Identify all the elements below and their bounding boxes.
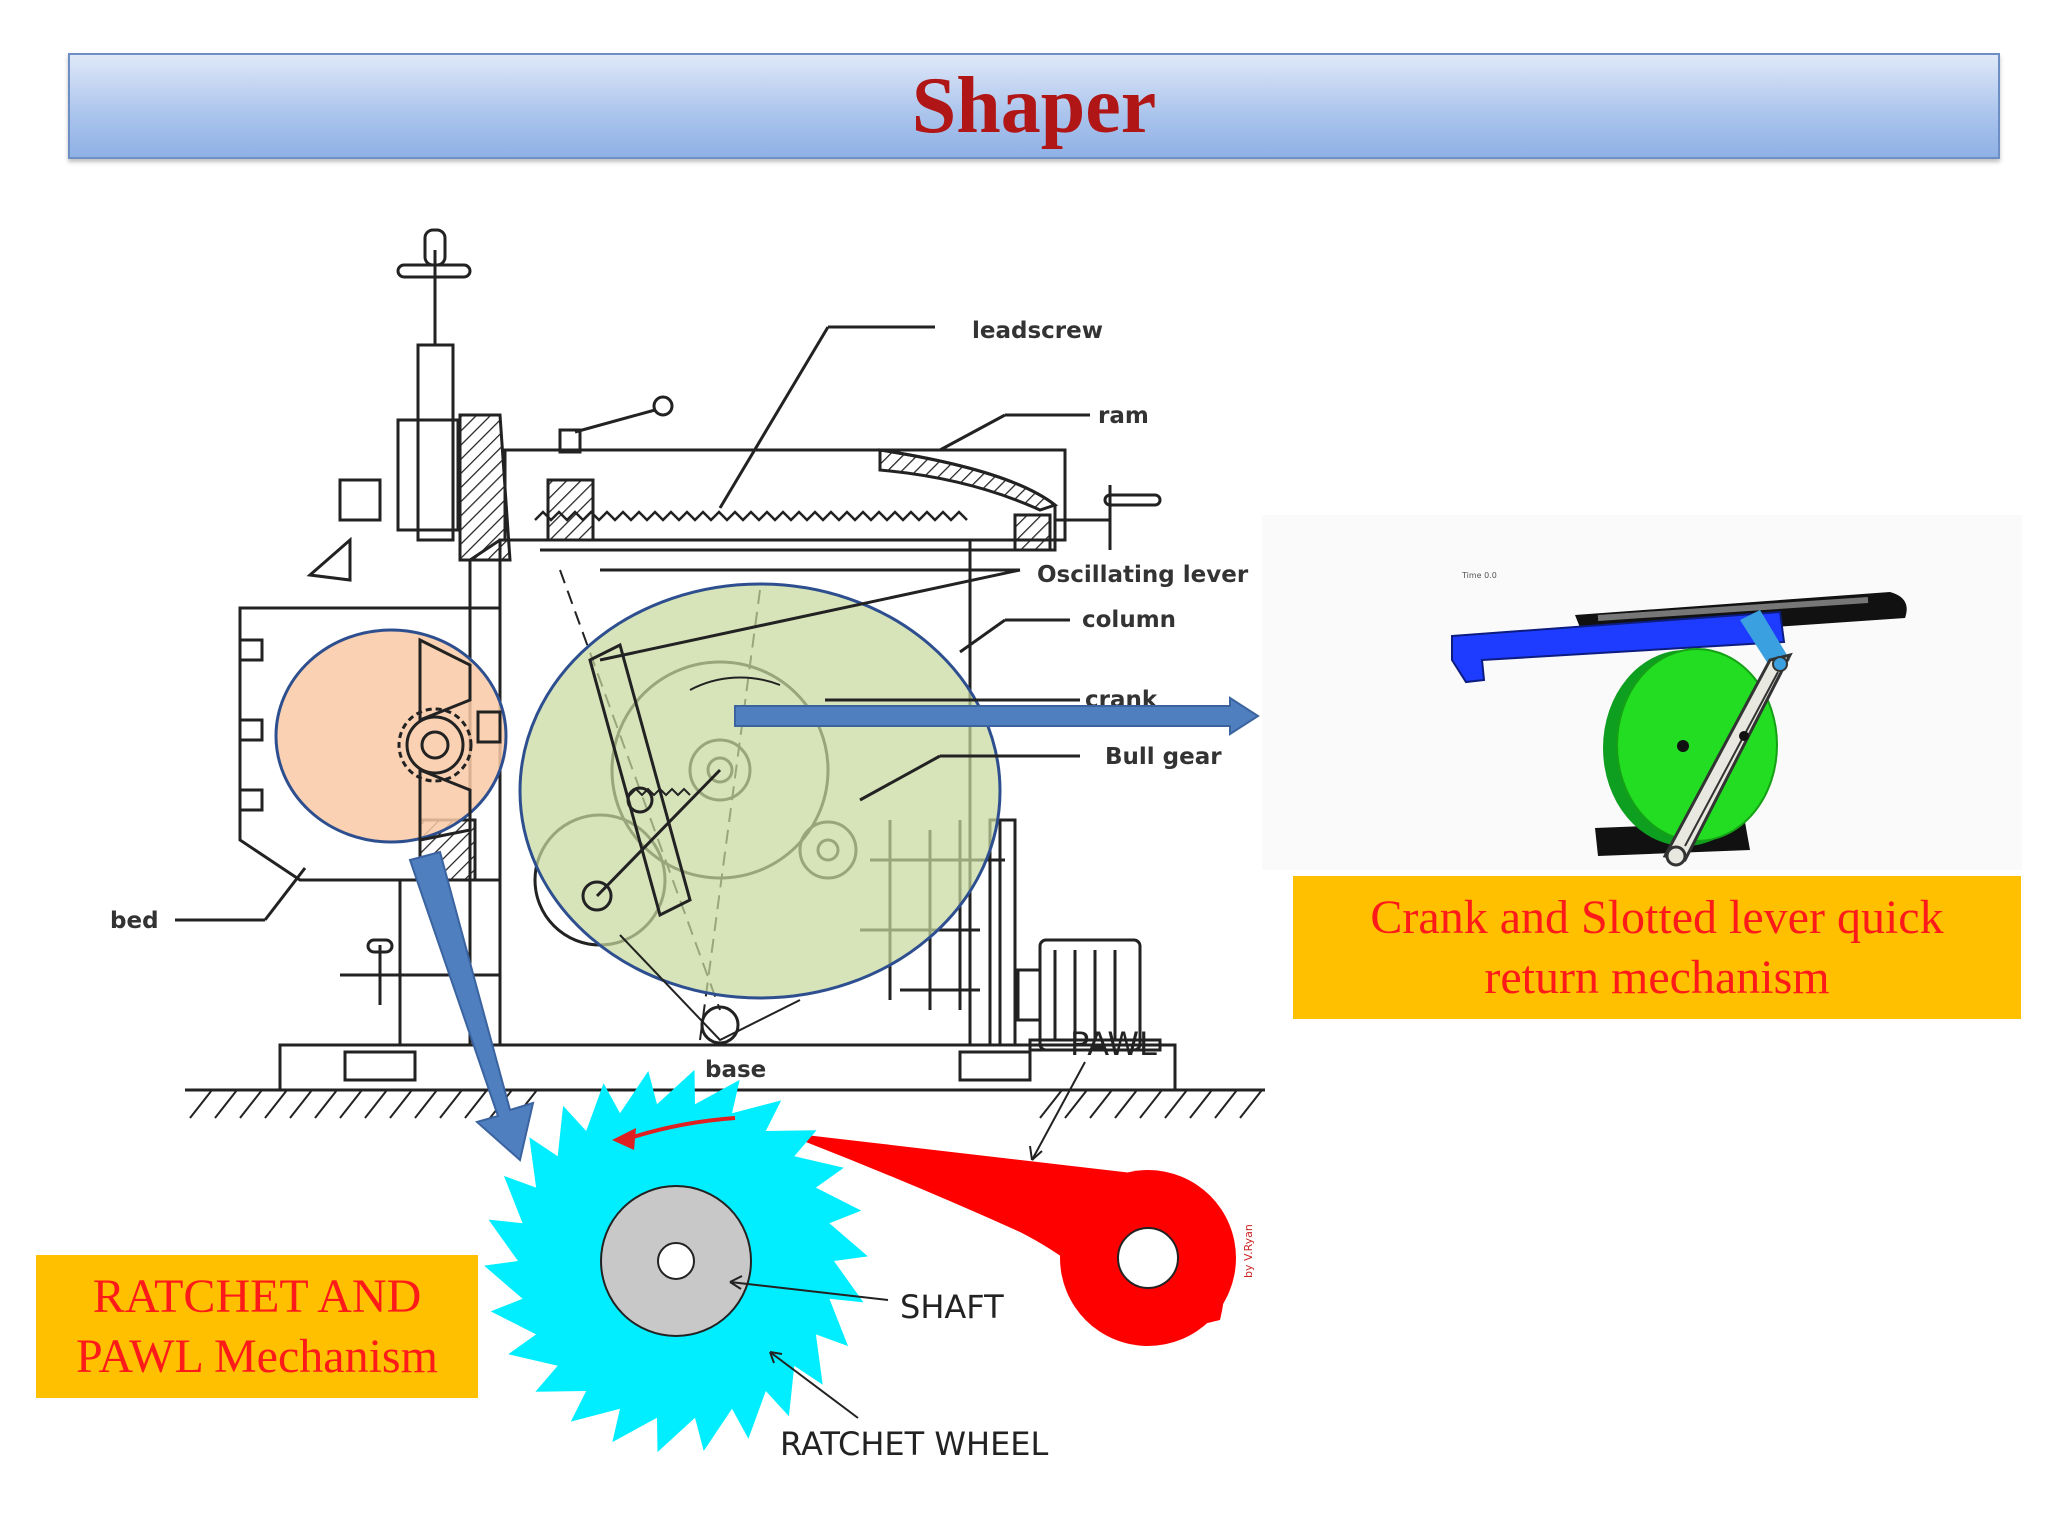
label-ram: ram (1098, 403, 1149, 429)
ratchet-highlight-ellipse (274, 628, 508, 844)
label-bed: bed (110, 908, 159, 934)
leader-lines (175, 325, 1090, 922)
pawl-pivot-hole (1117, 1227, 1179, 1289)
crank-mechanism-caption: Crank and Slotted lever quick return mec… (1293, 876, 2021, 1019)
label-oscillating-lever: Oscillating lever (1037, 562, 1249, 588)
crank-slotted-lever-render: Time 0.0 (1262, 515, 2022, 870)
crank-caption-line1: Crank and Slotted lever quick (1370, 890, 1944, 944)
label-ratchet-wheel: RATCHET WHEEL (780, 1425, 1049, 1463)
label-base: base (705, 1057, 766, 1083)
label-bull-gear: Bull gear (1105, 744, 1222, 770)
feed-ratchet-gear (397, 637, 502, 842)
ratchet-mechanism-caption: RATCHET AND PAWL Mechanism (36, 1255, 478, 1398)
label-leadscrew: leadscrew (972, 318, 1103, 344)
rotation-arrow (629, 1116, 736, 1140)
ground-hatch (189, 1089, 1263, 1119)
title-bar: Shaper (68, 53, 2000, 159)
ratchet-caption-line2: PAWL Mechanism (76, 1329, 438, 1383)
slotted-lever-drawing (581, 642, 801, 1042)
sim-time-label: Time 0.0 (1461, 571, 1497, 580)
crank-caption-line2: return mechanism (1484, 950, 1830, 1004)
ram-slider-block (1451, 610, 1786, 684)
ratchet-pawl-diagram: PAWL SHAFT RATCHET WHEEL by V.Ryan (484, 1025, 1255, 1463)
crank-disc (1616, 648, 1778, 842)
shaft-center-hole (657, 1242, 695, 1280)
credit-text: by V.Ryan (1242, 1224, 1255, 1278)
label-shaft: SHAFT (900, 1288, 1004, 1326)
arrow-to-ratchet-pawl (408, 850, 535, 1162)
arrow-to-crank-mechanism (734, 696, 1260, 736)
label-pawl: PAWL (1070, 1025, 1157, 1063)
slide-title: Shaper (911, 61, 1157, 150)
ratchet-caption-line1: RATCHET AND (92, 1269, 422, 1323)
label-column: column (1082, 607, 1176, 633)
crank-highlight-ellipse (518, 582, 1002, 1000)
